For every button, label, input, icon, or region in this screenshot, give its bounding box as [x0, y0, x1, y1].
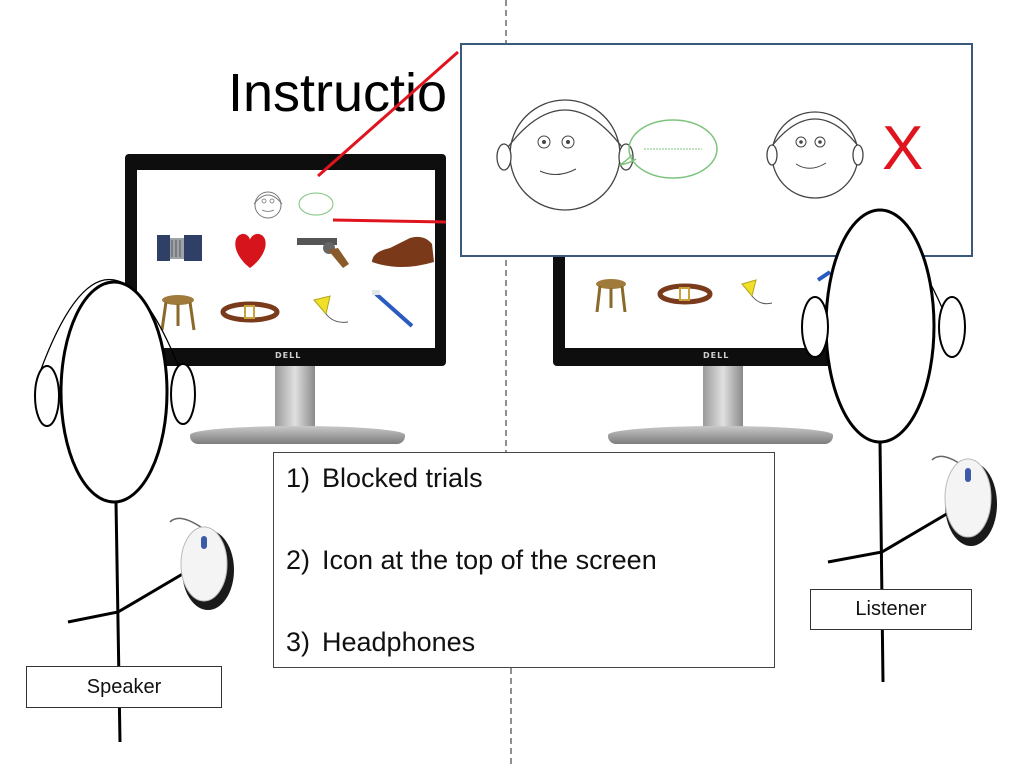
list-item-text: Headphones [322, 627, 476, 657]
listener-body [878, 441, 885, 683]
listener-label: Listener [810, 589, 972, 630]
speaker-label: Speaker [26, 666, 222, 708]
zoom-callout-art [496, 99, 864, 211]
listener-headphone-left-icon [801, 296, 829, 358]
monitor-brand: DELL [703, 351, 730, 360]
list-item-text: Icon at the top of the screen [322, 545, 657, 575]
listener-headphone-right-icon [938, 296, 966, 358]
shoe-icon [372, 236, 434, 267]
list-item-number: 3) [286, 627, 311, 657]
stool-icon [160, 295, 196, 331]
toothbrush-icon [372, 290, 414, 328]
list-item: 2) Icon at the top of the screen [286, 545, 657, 576]
heart-icon [235, 233, 266, 268]
instruction-list: 1) Blocked trials 2) Icon at the top of th… [273, 452, 775, 668]
list-item: 1) Blocked trials [286, 463, 483, 494]
list-item-number: 2) [286, 545, 311, 575]
monitor-stand-neck [703, 364, 743, 429]
list-item-number: 1) [286, 463, 311, 493]
belt-icon [220, 301, 280, 323]
revolver-icon [297, 238, 349, 268]
listener-arm [827, 510, 951, 564]
belt-icon [657, 283, 713, 305]
stool-icon [595, 279, 627, 313]
toothbrush-icon [816, 270, 832, 282]
monitor-stand-base [608, 426, 833, 444]
speech-bubble-icon [619, 119, 718, 179]
speaker-headphone-band-icon [39, 278, 181, 373]
kite-icon [313, 295, 349, 323]
zoom-x-mark: X [882, 114, 924, 183]
monitor-stand-neck [275, 364, 315, 429]
listening-head-icon [766, 111, 864, 199]
monitor-stand-base [190, 426, 405, 444]
list-item-text: Blocked trials [322, 463, 483, 493]
list-item: 3) Headphones [286, 627, 475, 658]
monitor-brand: DELL [275, 351, 302, 360]
speaker-head-bubble-icon [253, 191, 334, 219]
speaker-headphone-right-icon [170, 363, 196, 425]
speaker-head [59, 280, 169, 504]
speaker-headphone-left-icon [34, 365, 60, 427]
kite-icon [741, 279, 773, 305]
accordion-icon [157, 235, 202, 261]
speaker-arm [67, 570, 187, 624]
